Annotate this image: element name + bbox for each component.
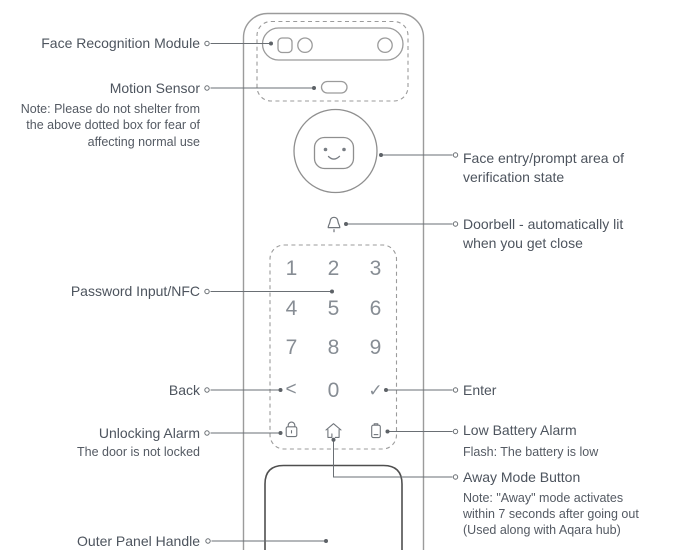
leader-face-recognition [204, 40, 273, 47]
face-recognition-module [261, 27, 404, 61]
keypad-key-8: 8 [327, 336, 340, 359]
keypad-key-3: 3 [369, 257, 382, 280]
face-recognition-label: Face Recognition Module [41, 35, 200, 51]
leader-enter [384, 387, 459, 393]
face-prompt-area [293, 108, 378, 194]
leader-back [204, 387, 283, 393]
away-note-line-2: within 7 seconds after going out [463, 506, 639, 521]
leader-motion-sensor [204, 85, 316, 91]
keypad-key-1: 1 [285, 257, 298, 280]
outer-panel-handle [264, 464, 403, 550]
keypad-dashed-box [269, 244, 398, 450]
bell-icon [327, 216, 341, 233]
smiley-face-icon [323, 147, 346, 160]
leader-outer-handle [205, 538, 328, 544]
keypad-key-7: 7 [285, 336, 298, 359]
motion-note-line-3: affecting normal use [87, 134, 200, 149]
keypad-enter-key-icon: ✓ [368, 381, 383, 400]
unlocking-alarm-note: The door is not locked [77, 445, 200, 459]
keypad-key-2: 2 [327, 256, 340, 280]
doorbell-line-1: Doorbell - automatically lit [463, 215, 624, 232]
away-note-line-1: Note: "Away" mode activates [463, 490, 624, 505]
keypad-key-9: 9 [369, 336, 382, 359]
password-input-label: Password Input/NFC [70, 283, 200, 299]
keypad-key-0: 0 [327, 378, 340, 402]
motion-sensor-window [320, 80, 348, 94]
face-entry-label: Face entry/prompt area of verification s… [463, 149, 624, 187]
doorbell-label: Doorbell - automatically lit when you ge… [463, 215, 623, 253]
battery-icon [371, 423, 381, 439]
motion-sensor-note: Note: Please do not shelter from the abo… [21, 101, 200, 150]
leader-password [204, 288, 334, 295]
keypad-key-6: 6 [369, 296, 382, 320]
low-battery-note: Flash: The battery is low [463, 444, 599, 459]
leader-unlocking-alarm [204, 430, 283, 436]
motion-sensor-label: Motion Sensor [109, 80, 200, 96]
sensor-zone-dashed-box [256, 20, 409, 102]
away-note-line-3: (Used along with Aqara hub) [463, 523, 621, 538]
house-icon [325, 423, 342, 438]
low-battery-label: Low Battery Alarm [463, 422, 577, 438]
lock-body-outline [242, 12, 425, 550]
away-mode-note: Note: "Away" mode activates within 7 sec… [463, 490, 639, 539]
face-entry-line-1: Face entry/prompt area of [463, 149, 625, 166]
leader-face-entry [379, 152, 459, 158]
leader-low-battery [385, 428, 459, 435]
motion-note-line-1: Note: Please do not shelter from [20, 102, 200, 116]
back-label: Back [168, 381, 200, 398]
doorbell-line-2: when you get close [463, 234, 583, 251]
camera-round-lens-icon [297, 37, 313, 54]
camera-right-lens-icon [377, 37, 393, 54]
keypad-key-5: 5 [327, 296, 340, 320]
motion-note-line-2: the above dotted box for fear of [26, 118, 200, 133]
leader-lines [204, 40, 459, 544]
away-mode-label: Away Mode Button [463, 468, 581, 485]
camera-square-lens-icon [277, 37, 293, 54]
leader-doorbell [344, 221, 459, 227]
leader-away-mode [331, 437, 459, 480]
enter-label: Enter [463, 381, 497, 398]
keypad-back-key-icon: < [285, 379, 297, 400]
lock-icon [285, 421, 298, 438]
unlocking-alarm-label: Unlocking Alarm [98, 424, 200, 441]
keypad-key-4: 4 [285, 296, 298, 320]
face-entry-line-2: verification state [463, 168, 565, 185]
outer-panel-handle-label: Outer Panel Handle [77, 532, 200, 549]
